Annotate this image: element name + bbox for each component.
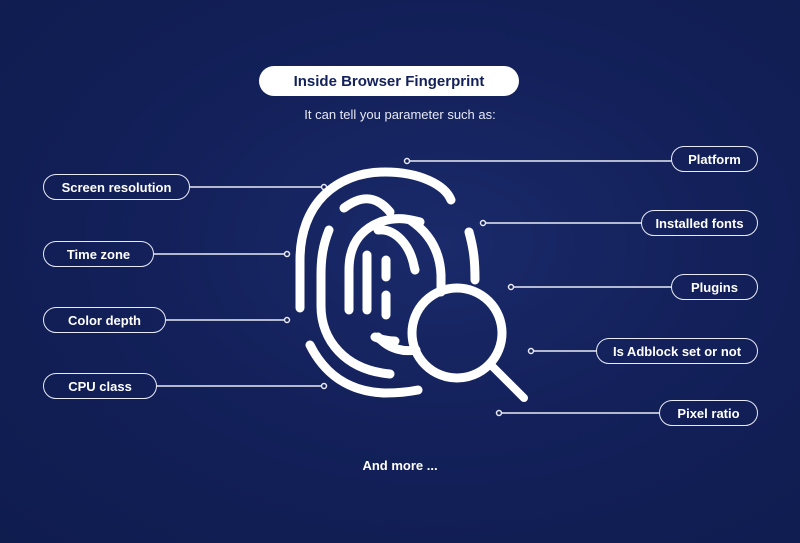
feature-pill-color-depth: Color depth (43, 307, 166, 333)
magnifier-handle (487, 361, 528, 402)
feature-label: Pixel ratio (677, 405, 740, 421)
subtitle: It can tell you parameter such as: (304, 107, 496, 122)
and-more-text: And more ... (362, 458, 438, 473)
feature-label: Installed fonts (655, 215, 744, 231)
title-pill: Inside Browser Fingerprint (259, 66, 519, 96)
page-title: Inside Browser Fingerprint (293, 72, 485, 90)
feature-label: CPU class (68, 378, 132, 394)
feature-label: Platform (688, 151, 741, 167)
magnifier-icon (407, 283, 507, 383)
feature-pill-screen-resolution: Screen resolution (43, 174, 190, 200)
feature-label: Plugins (691, 279, 738, 295)
fingerprint-icon (295, 167, 480, 398)
feature-label: Time zone (66, 246, 131, 262)
feature-pill-cpu-class: CPU class (43, 373, 157, 399)
feature-pill-time-zone: Time zone (43, 241, 154, 267)
feature-label: Screen resolution (61, 179, 172, 195)
connector-lines (153, 157, 672, 417)
feature-pill-adblock: Is Adblock set or not (596, 338, 758, 364)
feature-label: Color depth (68, 312, 141, 328)
feature-pill-plugins: Plugins (671, 274, 758, 300)
feature-pill-pixel-ratio: Pixel ratio (659, 400, 758, 426)
feature-pill-platform: Platform (671, 146, 758, 172)
feature-label: Is Adblock set or not (612, 343, 742, 359)
feature-pill-installed-fonts: Installed fonts (641, 210, 758, 236)
